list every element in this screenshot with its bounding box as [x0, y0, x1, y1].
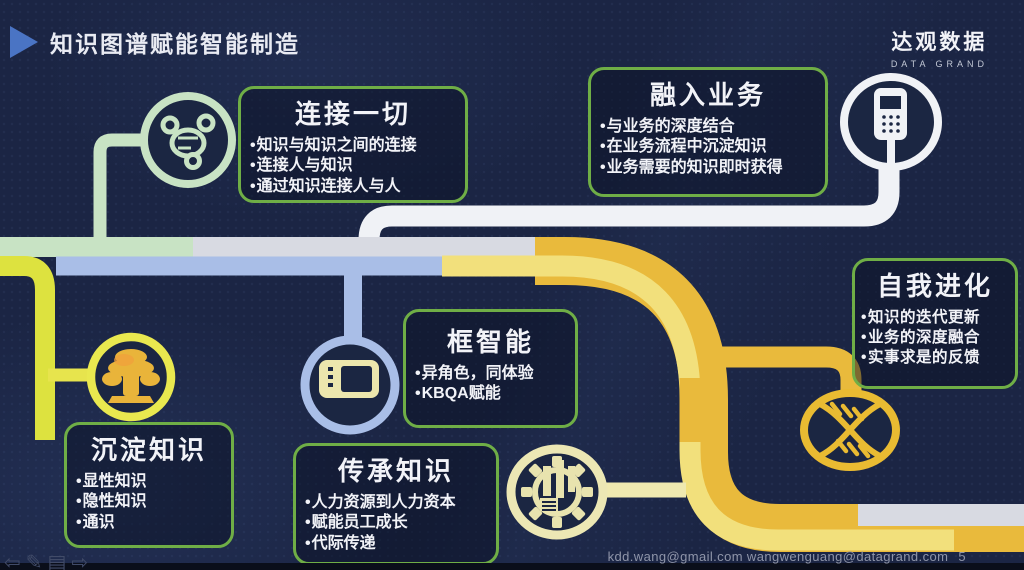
callout-title: 自我进化	[876, 271, 993, 301]
bullet-item: 业务需要的知识即时获得	[600, 158, 821, 178]
callout-bullets: 知识与知识之间的连接 连接人与知识 通过知识连接人与人	[241, 136, 465, 197]
molecule-node	[140, 92, 236, 188]
callout-title: 沉淀知识	[90, 435, 207, 465]
white-road	[358, 160, 900, 252]
callout-title: 连接一切	[294, 99, 411, 129]
brand-logo: 达观数据 DATA GRAND	[891, 26, 988, 69]
callout-bullets: 显性知识 隐性知识 通识	[67, 472, 231, 533]
device-node	[840, 73, 942, 171]
callout-bullets: 人力资源到人力资本 赋能员工成长 代际传递	[296, 493, 496, 554]
yellow-road	[0, 256, 55, 440]
callout-title: 框智能	[446, 327, 534, 357]
bullet-item: 业务的深度融合	[861, 328, 1011, 348]
dna-icon	[817, 401, 883, 459]
brand-name: 达观数据	[891, 31, 988, 54]
forward-arrow-icon[interactable]: ⇨	[71, 552, 89, 570]
bullet-item: 与业务的深度结合	[600, 117, 821, 137]
molecule-network-icon	[160, 113, 216, 170]
callout-integrate-business: 融入业务 与业务的深度结合 在业务流程中沉淀知识 业务需要的知识即时获得	[588, 67, 828, 197]
callout-bullets: 异角色，同体验 KBQA赋能	[406, 364, 575, 405]
bullet-item: 连接人与知识	[250, 156, 461, 176]
pen-icon[interactable]: ✎	[25, 552, 43, 570]
green-road-riser	[93, 133, 148, 254]
callout-frame-intelligence: 框智能 异角色，同体验 KBQA赋能	[403, 309, 578, 428]
bullet-item: 在业务流程中沉淀知识	[600, 137, 821, 157]
bullet-item: 知识的迭代更新	[861, 308, 1011, 328]
dna-node	[800, 389, 900, 471]
bullet-item: 知识与知识之间的连接	[250, 136, 461, 156]
gear-node	[506, 444, 608, 540]
callout-connect-everything: 连接一切 知识与知识之间的连接 连接人与知识 通过知识连接人与人	[238, 86, 468, 203]
bullet-item: 显性知识	[76, 472, 227, 492]
bullet-item: 通过知识连接人与人	[250, 177, 461, 197]
page-title: 知识图谱赋能智能制造	[50, 31, 300, 57]
bullet-item: KBQA赋能	[415, 384, 571, 404]
bullet-item: 实事求是的反馈	[861, 348, 1011, 368]
tablet-node	[300, 335, 400, 435]
bullet-item: 赋能员工成长	[305, 513, 492, 533]
dna-branch-road	[718, 346, 862, 398]
title-arrow-icon	[10, 26, 38, 58]
slide-header: 知识图谱赋能智能制造	[6, 24, 300, 60]
bullet-item: 人力资源到人力资本	[305, 493, 492, 513]
callout-bullets: 与业务的深度结合 在业务流程中沉淀知识 业务需要的知识即时获得	[591, 117, 825, 178]
bullet-item: 隐性知识	[76, 492, 227, 512]
callout-precipitate-knowledge: 沉淀知识 显性知识 隐性知识 通识	[64, 422, 234, 548]
presenter-controls: ⇦ ✎ ▤ ⇨	[4, 550, 88, 570]
tablet-icon	[319, 360, 379, 398]
bottom-bar	[0, 563, 1024, 570]
callout-title: 融入业务	[649, 80, 766, 110]
callout-self-evolution: 自我进化 知识的迭代更新 业务的深度融合 实事求是的反馈	[852, 258, 1018, 389]
brand-tagline: DATA GRAND	[890, 59, 988, 69]
contact-emails: kdd.wang@gmail.com wangwenguang@datagran…	[607, 549, 949, 564]
callout-bullets: 知识的迭代更新 业务的深度融合 实事求是的反馈	[855, 308, 1015, 367]
handheld-device-icon	[874, 88, 907, 167]
page-number: 5	[958, 549, 966, 564]
bullet-item: 异角色，同体验	[415, 364, 571, 384]
gear-machine-icon	[521, 456, 593, 528]
tree-node	[86, 332, 176, 422]
back-arrow-icon[interactable]: ⇦	[4, 552, 21, 570]
bullet-item: 通识	[76, 513, 227, 533]
menu-icon[interactable]: ▤	[47, 552, 67, 570]
tree-icon	[102, 349, 160, 403]
contact-footer: kdd.wang@gmail.com wangwenguang@datagran…	[608, 549, 966, 564]
bullet-item: 代际传递	[305, 534, 492, 554]
callout-title: 传承知识	[337, 456, 454, 486]
callout-inherit-knowledge: 传承知识 人力资源到人力资本 赋能员工成长 代际传递	[293, 443, 499, 565]
